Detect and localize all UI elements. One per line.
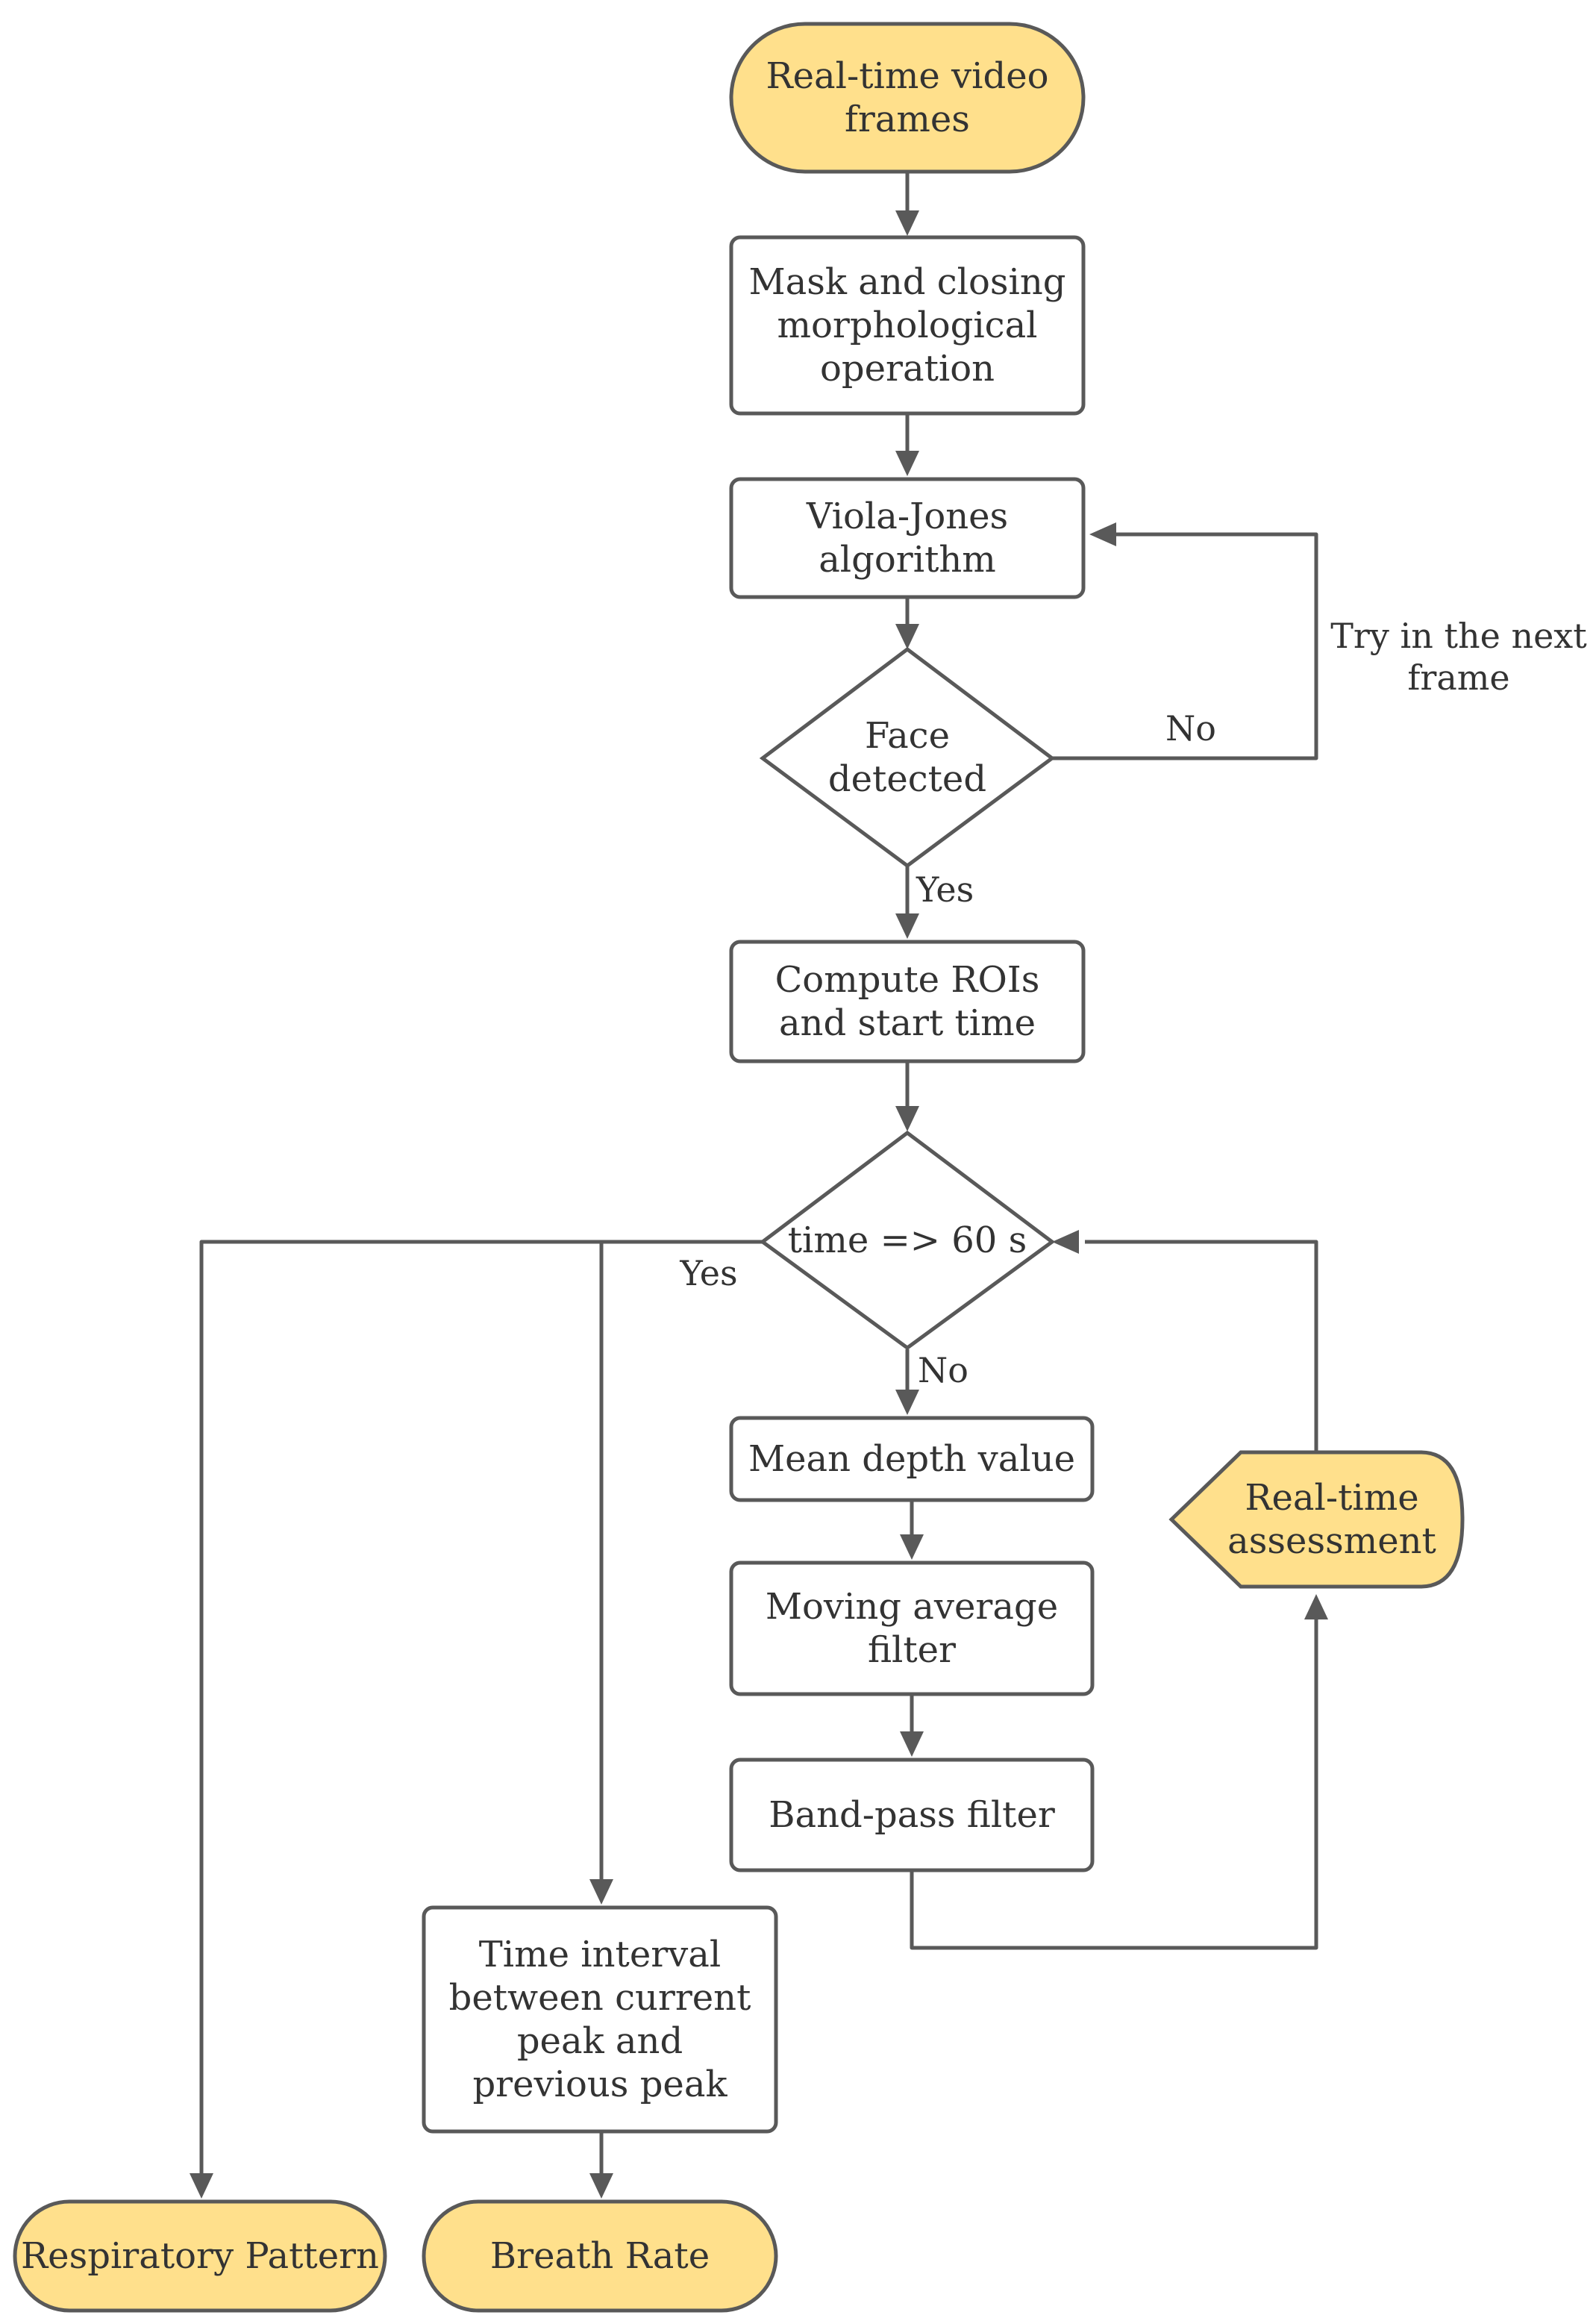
arrowhead [1304,1594,1328,1619]
edge-bandpass-to-realtime [910,1613,1318,1950]
time-interval-label: Time interval between current peak and p… [448,1934,751,2105]
mask-label: Mask and closing morphological operation [748,261,1066,390]
face-yes-label: Yes [916,869,974,910]
respiratory-pattern-terminal [13,2199,387,2313]
respiratory-pattern-label: Respiratory Pattern [21,2235,379,2277]
real-time-assessment-label: Real-time assessment [1227,1477,1436,1562]
moving-average-process [729,1561,1095,1696]
edge-time-yes-to-pattern [199,1240,763,2179]
arrowhead [190,2173,213,2199]
arrowhead [1089,522,1116,546]
time-no-label: No [918,1350,968,1390]
breath-rate-label: Breath Rate [489,2235,710,2277]
try-next-frame-label: Try in the next frame [1330,616,1587,698]
mean-depth-process [729,1416,1095,1502]
compute-roi-process [729,940,1086,1063]
time-yes-label: Yes [680,1253,738,1293]
time-decision [759,1130,1056,1351]
arrowhead [900,1731,924,1757]
edge-realtime-to-time [1085,1240,1318,1452]
edge-face-no-loop [1052,532,1318,760]
band-pass-process [729,1758,1095,1872]
mean-depth-label: Mean depth value [748,1438,1076,1480]
arrowhead [895,1106,919,1131]
connectors [199,173,1318,2179]
arrowhead [589,2173,613,2199]
arrowhead [895,624,919,649]
start-label: Real-time video frames [766,55,1049,140]
breath-rate-terminal [422,2199,778,2313]
arrowhead [895,451,919,476]
arrowhead [895,210,919,236]
band-pass-label: Band-pass filter [769,1794,1055,1836]
viola-jones-label: Viola-Jones algorithm [806,496,1009,581]
arrowhead [895,1390,919,1415]
mask-process [729,235,1086,416]
time-interval-process [422,1905,778,2134]
face-detected-decision [759,646,1056,869]
real-time-assessment-display [1168,1450,1465,1589]
viola-jones-process [729,477,1086,599]
time-decision-label: time => 60 s [787,1219,1027,1261]
arrowhead [895,913,919,939]
start-terminal [729,22,1086,174]
node-shapes [13,22,1465,2313]
arrowheads [190,210,1328,2199]
compute-roi-label: Compute ROIs and start time [774,959,1040,1044]
arrowhead [1052,1230,1079,1254]
face-no-label: No [1165,708,1216,749]
face-detected-label: Face detected [827,715,987,800]
moving-average-label: Moving average filter [765,1586,1059,1671]
arrowhead [589,1879,613,1905]
arrowhead [900,1534,924,1560]
